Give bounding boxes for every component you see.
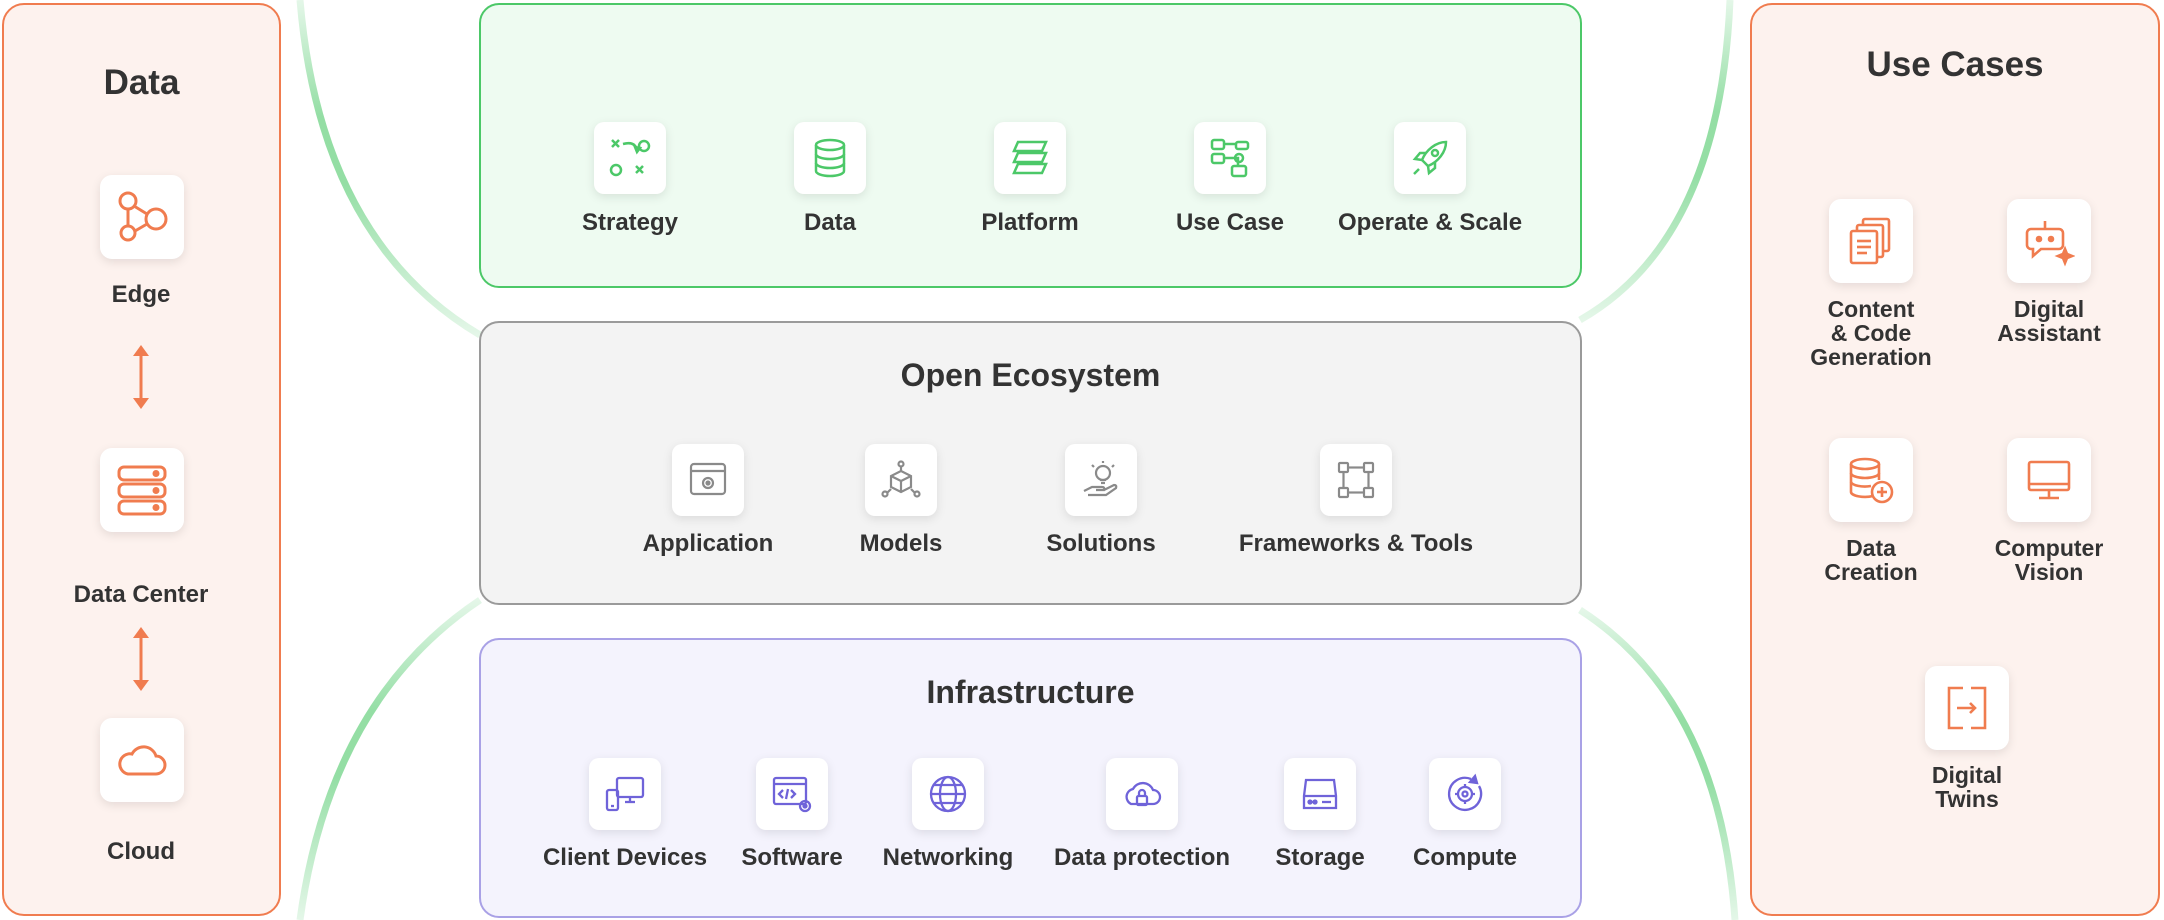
use-case-label: Use Case xyxy=(1175,209,1285,236)
cloud-icon xyxy=(100,718,184,802)
edge-label: Edge xyxy=(111,281,171,308)
models-label: Models xyxy=(859,530,943,557)
documents-icon xyxy=(1829,199,1913,283)
cube-nodes-icon xyxy=(865,444,937,516)
data-protection-label: Data protection xyxy=(1053,844,1231,871)
compute-label: Compute xyxy=(1413,844,1517,871)
data-label: Data xyxy=(803,209,857,236)
data-panel-title: Data xyxy=(103,63,180,102)
monitor-icon xyxy=(2007,438,2091,522)
operate-scale-label: Operate & Scale xyxy=(1337,209,1523,236)
graph-nodes-icon xyxy=(100,175,184,259)
frameworks-tools-label: Frameworks & Tools xyxy=(1238,530,1474,557)
gear-cycle-icon xyxy=(1429,758,1501,830)
double-arrow-icon xyxy=(133,345,149,409)
lightbulb-hand-icon xyxy=(1065,444,1137,516)
arc-right-top xyxy=(1578,0,1734,324)
layers-icon xyxy=(994,122,1066,194)
database-plus-icon xyxy=(1829,438,1913,522)
arc-right-bottom xyxy=(1578,607,1739,920)
globe-icon xyxy=(912,758,984,830)
software-label: Software xyxy=(741,844,843,871)
networking-label: Networking xyxy=(882,844,1014,871)
framework-nodes-icon xyxy=(1320,444,1392,516)
rocket-icon xyxy=(1394,122,1466,194)
double-arrow-icon xyxy=(133,627,149,691)
infrastructure-title: Infrastructure xyxy=(926,674,1135,710)
solutions-label: Solutions xyxy=(1046,530,1156,557)
flow-chart-icon xyxy=(1194,122,1266,194)
devices-icon xyxy=(589,758,661,830)
database-icon xyxy=(794,122,866,194)
open-ecosystem-section: Open Ecosystem Application Models Soluti… xyxy=(479,321,1582,605)
server-stack-icon xyxy=(100,448,184,532)
open-ecosystem-title: Open Ecosystem xyxy=(900,357,1161,393)
data-panel: Data Edge Data Center Cloud xyxy=(2,3,281,916)
arc-left-bottom xyxy=(296,597,482,920)
twin-arrow-icon xyxy=(1925,666,2009,750)
strategy-label: Strategy xyxy=(581,209,679,236)
infrastructure-section: Infrastructure Client Devices Software N… xyxy=(479,638,1582,918)
journey-section: Strategy Data Platform Use Case Operate … xyxy=(479,3,1582,288)
platform-label: Platform xyxy=(981,209,1079,236)
storage-label: Storage xyxy=(1275,844,1365,871)
cloud-label: Cloud xyxy=(107,838,175,865)
client-devices-label: Client Devices xyxy=(542,844,708,871)
hard-drive-icon xyxy=(1284,758,1356,830)
chat-bot-icon xyxy=(2007,199,2091,283)
application-label: Application xyxy=(642,530,774,557)
data-center-label: Data Center xyxy=(73,581,209,608)
cloud-lock-icon xyxy=(1106,758,1178,830)
use-cases-title: Use Cases xyxy=(1866,45,2044,84)
arc-left-top xyxy=(296,0,482,339)
play-strategy-icon xyxy=(594,122,666,194)
app-window-icon xyxy=(672,444,744,516)
code-window-icon xyxy=(756,758,828,830)
